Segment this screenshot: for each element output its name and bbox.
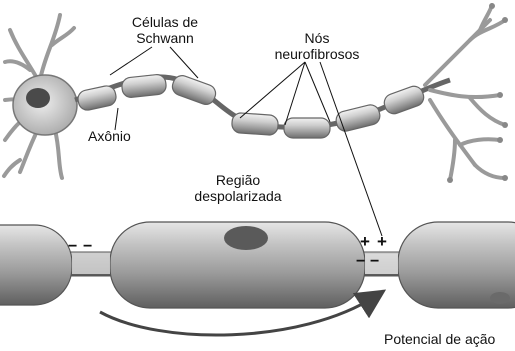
plus-sign: + (377, 232, 387, 251)
schwann-cell (231, 112, 278, 135)
schwann-cell (170, 73, 218, 107)
enlarged-axon (0, 222, 515, 308)
schwann-cell (76, 84, 117, 111)
schwann-cell (121, 74, 167, 98)
schwann-label-line2: Schwann (115, 30, 215, 46)
schwann-nucleus (224, 226, 268, 250)
schwann-cell (284, 118, 330, 138)
nucleus-dark (26, 88, 50, 108)
action-potential-label: Potencial de ação (384, 331, 495, 347)
minus-sign: − (356, 253, 365, 270)
plus-sign: + (360, 232, 370, 251)
schwann-cells-label: Células de Schwann (115, 14, 215, 46)
depol-label-line2: despolarizada (178, 188, 298, 204)
axon-label: Axônio (88, 128, 131, 144)
nodes-of-ranvier-label: Nós neurofibrosos (262, 30, 372, 62)
schwann-cell (382, 84, 426, 116)
minus-sign: − (83, 238, 92, 255)
depol-label-line1: Região (178, 172, 298, 188)
nodes-label-line2: neurofibrosos (262, 46, 372, 62)
depolarized-region-label: Região despolarizada (178, 172, 298, 204)
schwann-label-line1: Células de (115, 14, 215, 30)
nodes-label-line1: Nós (262, 30, 372, 46)
minus-sign: − (370, 253, 379, 270)
schwann-cell (334, 103, 382, 133)
minus-sign: − (68, 238, 77, 255)
myelin-sheath-left (0, 225, 72, 305)
neuron-cell-body (4, 15, 77, 178)
